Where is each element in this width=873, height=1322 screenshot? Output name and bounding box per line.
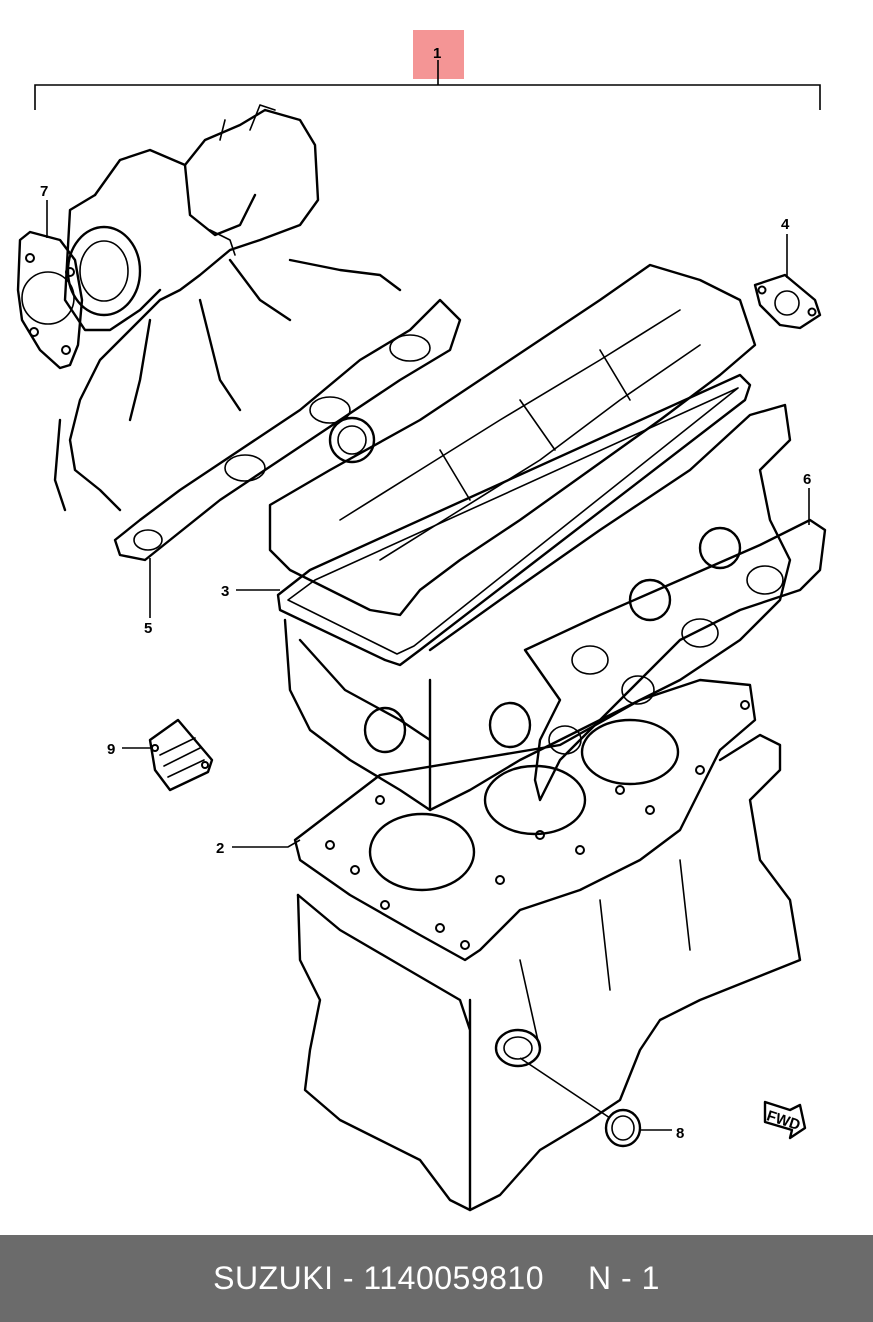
callout-1-label: 1 xyxy=(433,45,441,62)
footer-brand: SUZUKI xyxy=(213,1260,334,1296)
callout-6-label: 6 xyxy=(803,471,811,488)
footer-part-number: 1140059810 xyxy=(363,1260,545,1296)
callout-5-label: 5 xyxy=(144,620,152,637)
footer-separator: - xyxy=(342,1260,355,1296)
callout-9-label: 9 xyxy=(107,741,115,758)
callout-3-label: 3 xyxy=(221,583,229,600)
callout-7-label: 7 xyxy=(40,183,48,200)
footer-reference: N - 1 xyxy=(588,1260,660,1296)
cylinder-block xyxy=(296,733,802,1212)
intake-manifold xyxy=(53,104,402,512)
cylinder-head-gasket xyxy=(293,678,757,962)
cylinder-head-cover xyxy=(268,263,757,617)
oil-seal xyxy=(604,1108,642,1148)
head-cover-gasket xyxy=(276,373,752,667)
throttle-body-gasket xyxy=(16,230,84,370)
callout-8-label: 8 xyxy=(676,1125,684,1142)
callout-8-leader xyxy=(519,1057,672,1131)
callout-2-label: 2 xyxy=(216,840,224,857)
parts-diagram: 1 xyxy=(16,30,827,1212)
small-cover-gasket xyxy=(148,718,214,792)
callout-1-bracket xyxy=(34,60,821,110)
callout-2-leader xyxy=(232,839,301,848)
cylinder-head xyxy=(283,403,792,812)
forward-direction-indicator: FWD xyxy=(763,1100,807,1140)
callout-4-label: 4 xyxy=(781,216,790,233)
forward-direction-label: FWD xyxy=(765,1107,803,1134)
footer-bar: SUZUKI - 1140059810 N - 1 xyxy=(0,1235,873,1322)
water-outlet-gasket xyxy=(753,273,822,330)
manifold-gasket xyxy=(113,298,462,562)
